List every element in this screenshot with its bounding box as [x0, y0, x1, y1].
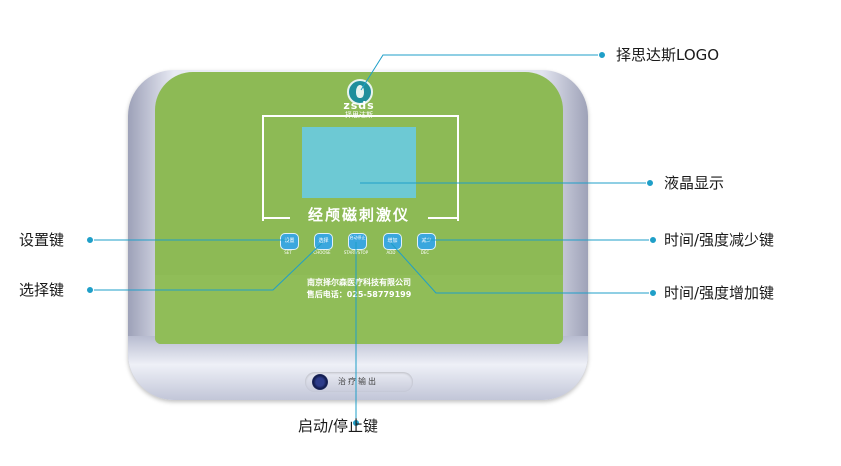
company-name: 南京择尔森医疗科技有限公司 — [307, 278, 411, 287]
lcd-frame-bottom-left — [262, 217, 290, 219]
set-button-sublabel: SET — [284, 250, 292, 255]
output-label: 治疗输出 — [338, 377, 378, 386]
service-phone: 售后电话：025-58779199 — [306, 290, 412, 299]
callout-line-choose — [90, 242, 323, 291]
callout-label-add-key: 时间/强度增加键 — [664, 284, 775, 302]
add-button-sublabel: ADD — [386, 250, 396, 255]
lcd-frame — [262, 115, 459, 221]
dec-button[interactable]: 减少 — [417, 233, 436, 250]
callout-line-add — [390, 242, 653, 294]
callout-dot-logo — [598, 51, 606, 59]
logo-icon — [347, 79, 373, 105]
lcd-frame-bottom-right — [428, 217, 457, 219]
callout-label-set-key: 设置键 — [19, 231, 65, 249]
callout-dot-start — [352, 419, 360, 427]
choose-button-sublabel: CHOOSE — [313, 250, 331, 255]
callout-label-lcd: 液晶显示 — [664, 174, 725, 192]
dec-button-sublabel: DEC — [420, 250, 430, 255]
callout-label-start-stop-key: 启动/停止键 — [298, 417, 379, 435]
device-front-panel-lower — [155, 275, 563, 344]
set-button[interactable]: 设置 — [280, 233, 299, 250]
callout-dot-add — [649, 289, 657, 297]
lcd-display — [302, 127, 416, 198]
callout-label-dec-key: 时间/强度减少键 — [664, 231, 775, 249]
start-stop-button[interactable]: 启动停止 — [348, 233, 367, 250]
callout-label-choose-key: 选择键 — [19, 281, 65, 299]
callout-line-logo — [360, 54, 602, 91]
callout-dot-lcd — [646, 179, 654, 187]
callout-dot-dec — [649, 236, 657, 244]
logo-text: zsds — [343, 99, 375, 112]
callout-label-logo: 择思达斯LOGO — [616, 46, 720, 64]
callout-dot-set — [86, 236, 94, 244]
callout-dot-choose — [86, 286, 94, 294]
add-button[interactable]: 增加 — [383, 233, 402, 250]
output-jack-icon[interactable] — [312, 374, 328, 390]
product-title: 经颅磁刺激仪 — [307, 206, 410, 224]
output-port-panel — [305, 372, 413, 392]
logo-subtext: 择思达斯 — [345, 111, 373, 119]
